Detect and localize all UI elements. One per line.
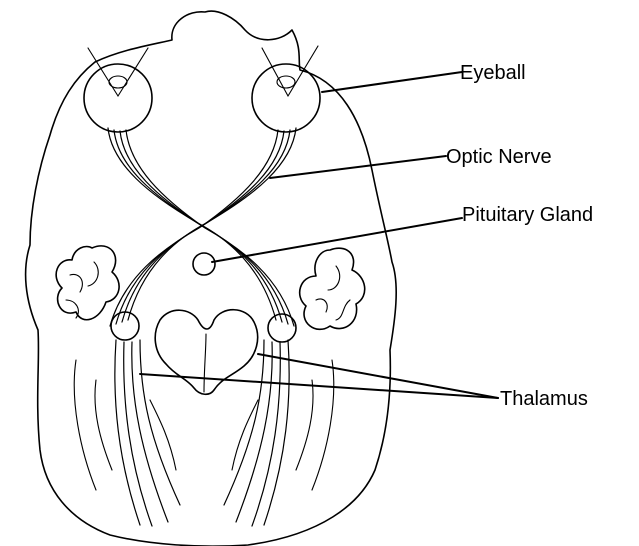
leader-thalamus-b bbox=[258, 354, 498, 398]
right-lens bbox=[277, 76, 295, 88]
right-eyeball bbox=[252, 64, 320, 132]
left-lens bbox=[109, 76, 127, 88]
label-eyeball: Eyeball bbox=[460, 62, 526, 84]
label-pituitary-gland: Pituitary Gland bbox=[462, 204, 593, 226]
right-eye-ray-b bbox=[288, 46, 318, 96]
leader-eyeball bbox=[322, 72, 462, 92]
label-thalamus: Thalamus bbox=[500, 388, 588, 410]
left-lobe-gyri bbox=[66, 262, 98, 318]
left-temporal-lobe bbox=[56, 246, 119, 320]
right-geniculate bbox=[268, 314, 296, 342]
left-eye-ray-b bbox=[118, 48, 148, 96]
left-eyeball bbox=[84, 64, 152, 132]
left-geniculate bbox=[111, 312, 139, 340]
leader-pituitary bbox=[212, 218, 462, 262]
occipital-gyri-right bbox=[232, 360, 334, 490]
pituitary-gland-shape bbox=[193, 253, 215, 275]
right-lobe-gyri bbox=[316, 266, 350, 320]
right-eye-ray-a bbox=[262, 48, 288, 96]
thalamus-midline bbox=[204, 334, 206, 392]
label-optic-nerve: Optic Nerve bbox=[446, 146, 552, 168]
leader-optic-nerve bbox=[270, 156, 446, 178]
leader-thalamus-a bbox=[140, 374, 498, 398]
